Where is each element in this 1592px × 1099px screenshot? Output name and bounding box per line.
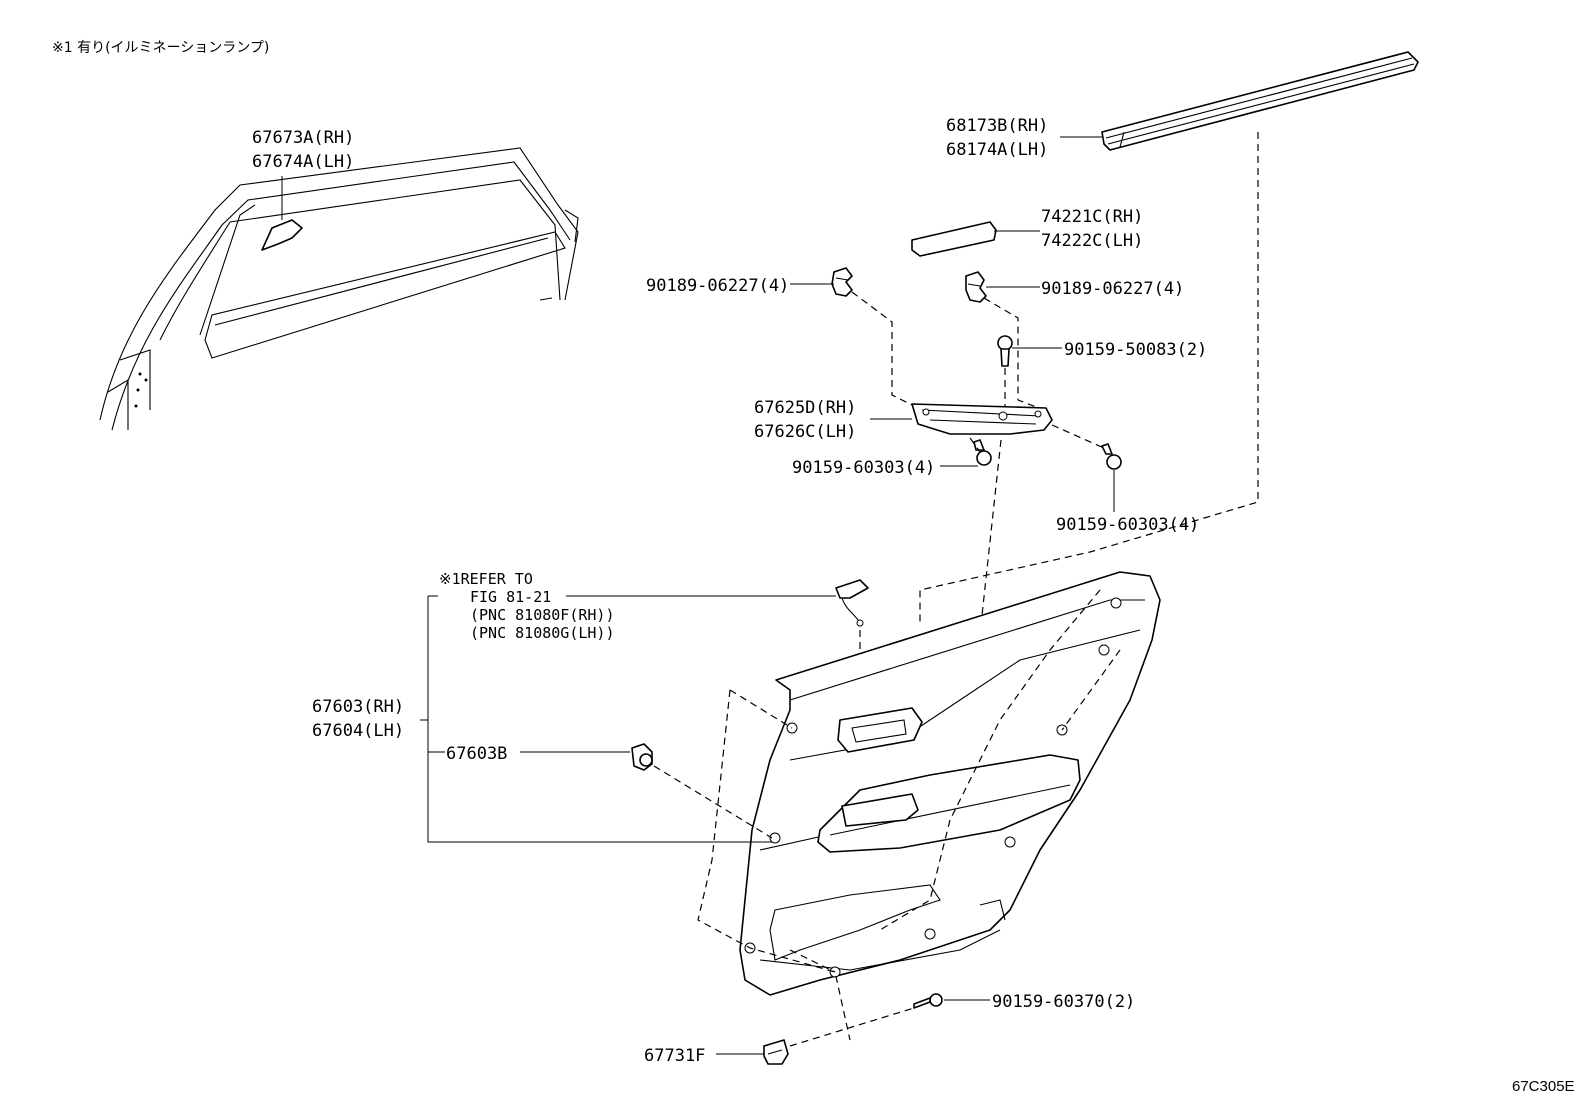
label-screw-60370: 90159-60370(2) <box>992 992 1135 1012</box>
label-74221c: 74221C(RH) <box>1041 207 1143 227</box>
screw-icon-60370 <box>913 993 943 1009</box>
ref-note-line-4: (PNC 81080G(LH)) <box>470 624 615 642</box>
garnish-part <box>911 221 997 257</box>
label-67603b: 67603B <box>446 744 507 764</box>
label-clip-right: 90189-06227(4) <box>1041 279 1184 299</box>
illumination-note: ※1 有り(イルミネーションランプ) <box>52 40 269 56</box>
label-67626c: 67626C(LH) <box>754 422 856 442</box>
label-74222c: 74222C(LH) <box>1041 231 1143 251</box>
door-trim-panel <box>739 571 1161 996</box>
label-67673a: 67673A(RH) <box>252 128 354 148</box>
diagram-code: 67C305E <box>1512 1078 1575 1095</box>
bracket-part <box>911 403 1053 435</box>
ref-note-line-1: ※1REFER TO <box>439 570 533 588</box>
corner-cover-part <box>261 219 303 251</box>
clip-icon-right <box>965 271 987 303</box>
label-screw-50083: 90159-50083(2) <box>1064 340 1207 360</box>
illumination-lamp-part <box>835 579 869 627</box>
label-67731f: 67731F <box>644 1046 705 1066</box>
door-frame-illustration <box>99 147 579 431</box>
clip-icon-67731f <box>763 1039 789 1065</box>
label-67625d: 67625D(RH) <box>754 398 856 418</box>
screw-icon-60303-b <box>1101 443 1122 470</box>
ref-note-line-2: FIG 81-21 <box>470 588 551 606</box>
label-screw-60303-b: 90159-60303(4) <box>1056 515 1199 535</box>
screw-icon-50083 <box>997 335 1013 367</box>
label-67603: 67603(RH) <box>312 697 404 717</box>
label-68173b: 68173B(RH) <box>946 116 1048 136</box>
label-68174a: 68174A(LH) <box>946 140 1048 160</box>
weatherstrip-part <box>1101 51 1419 151</box>
label-clip-left: 90189-06227(4) <box>646 276 789 296</box>
screw-icon-60303-a <box>973 439 992 466</box>
clip-icon-left <box>831 267 853 297</box>
label-screw-60303-a: 90159-60303(4) <box>792 458 935 478</box>
label-67604: 67604(LH) <box>312 721 404 741</box>
ref-note-line-3: (PNC 81080F(RH)) <box>470 606 615 624</box>
clip-icon-67603b <box>631 743 653 771</box>
label-67674a: 67674A(LH) <box>252 152 354 172</box>
